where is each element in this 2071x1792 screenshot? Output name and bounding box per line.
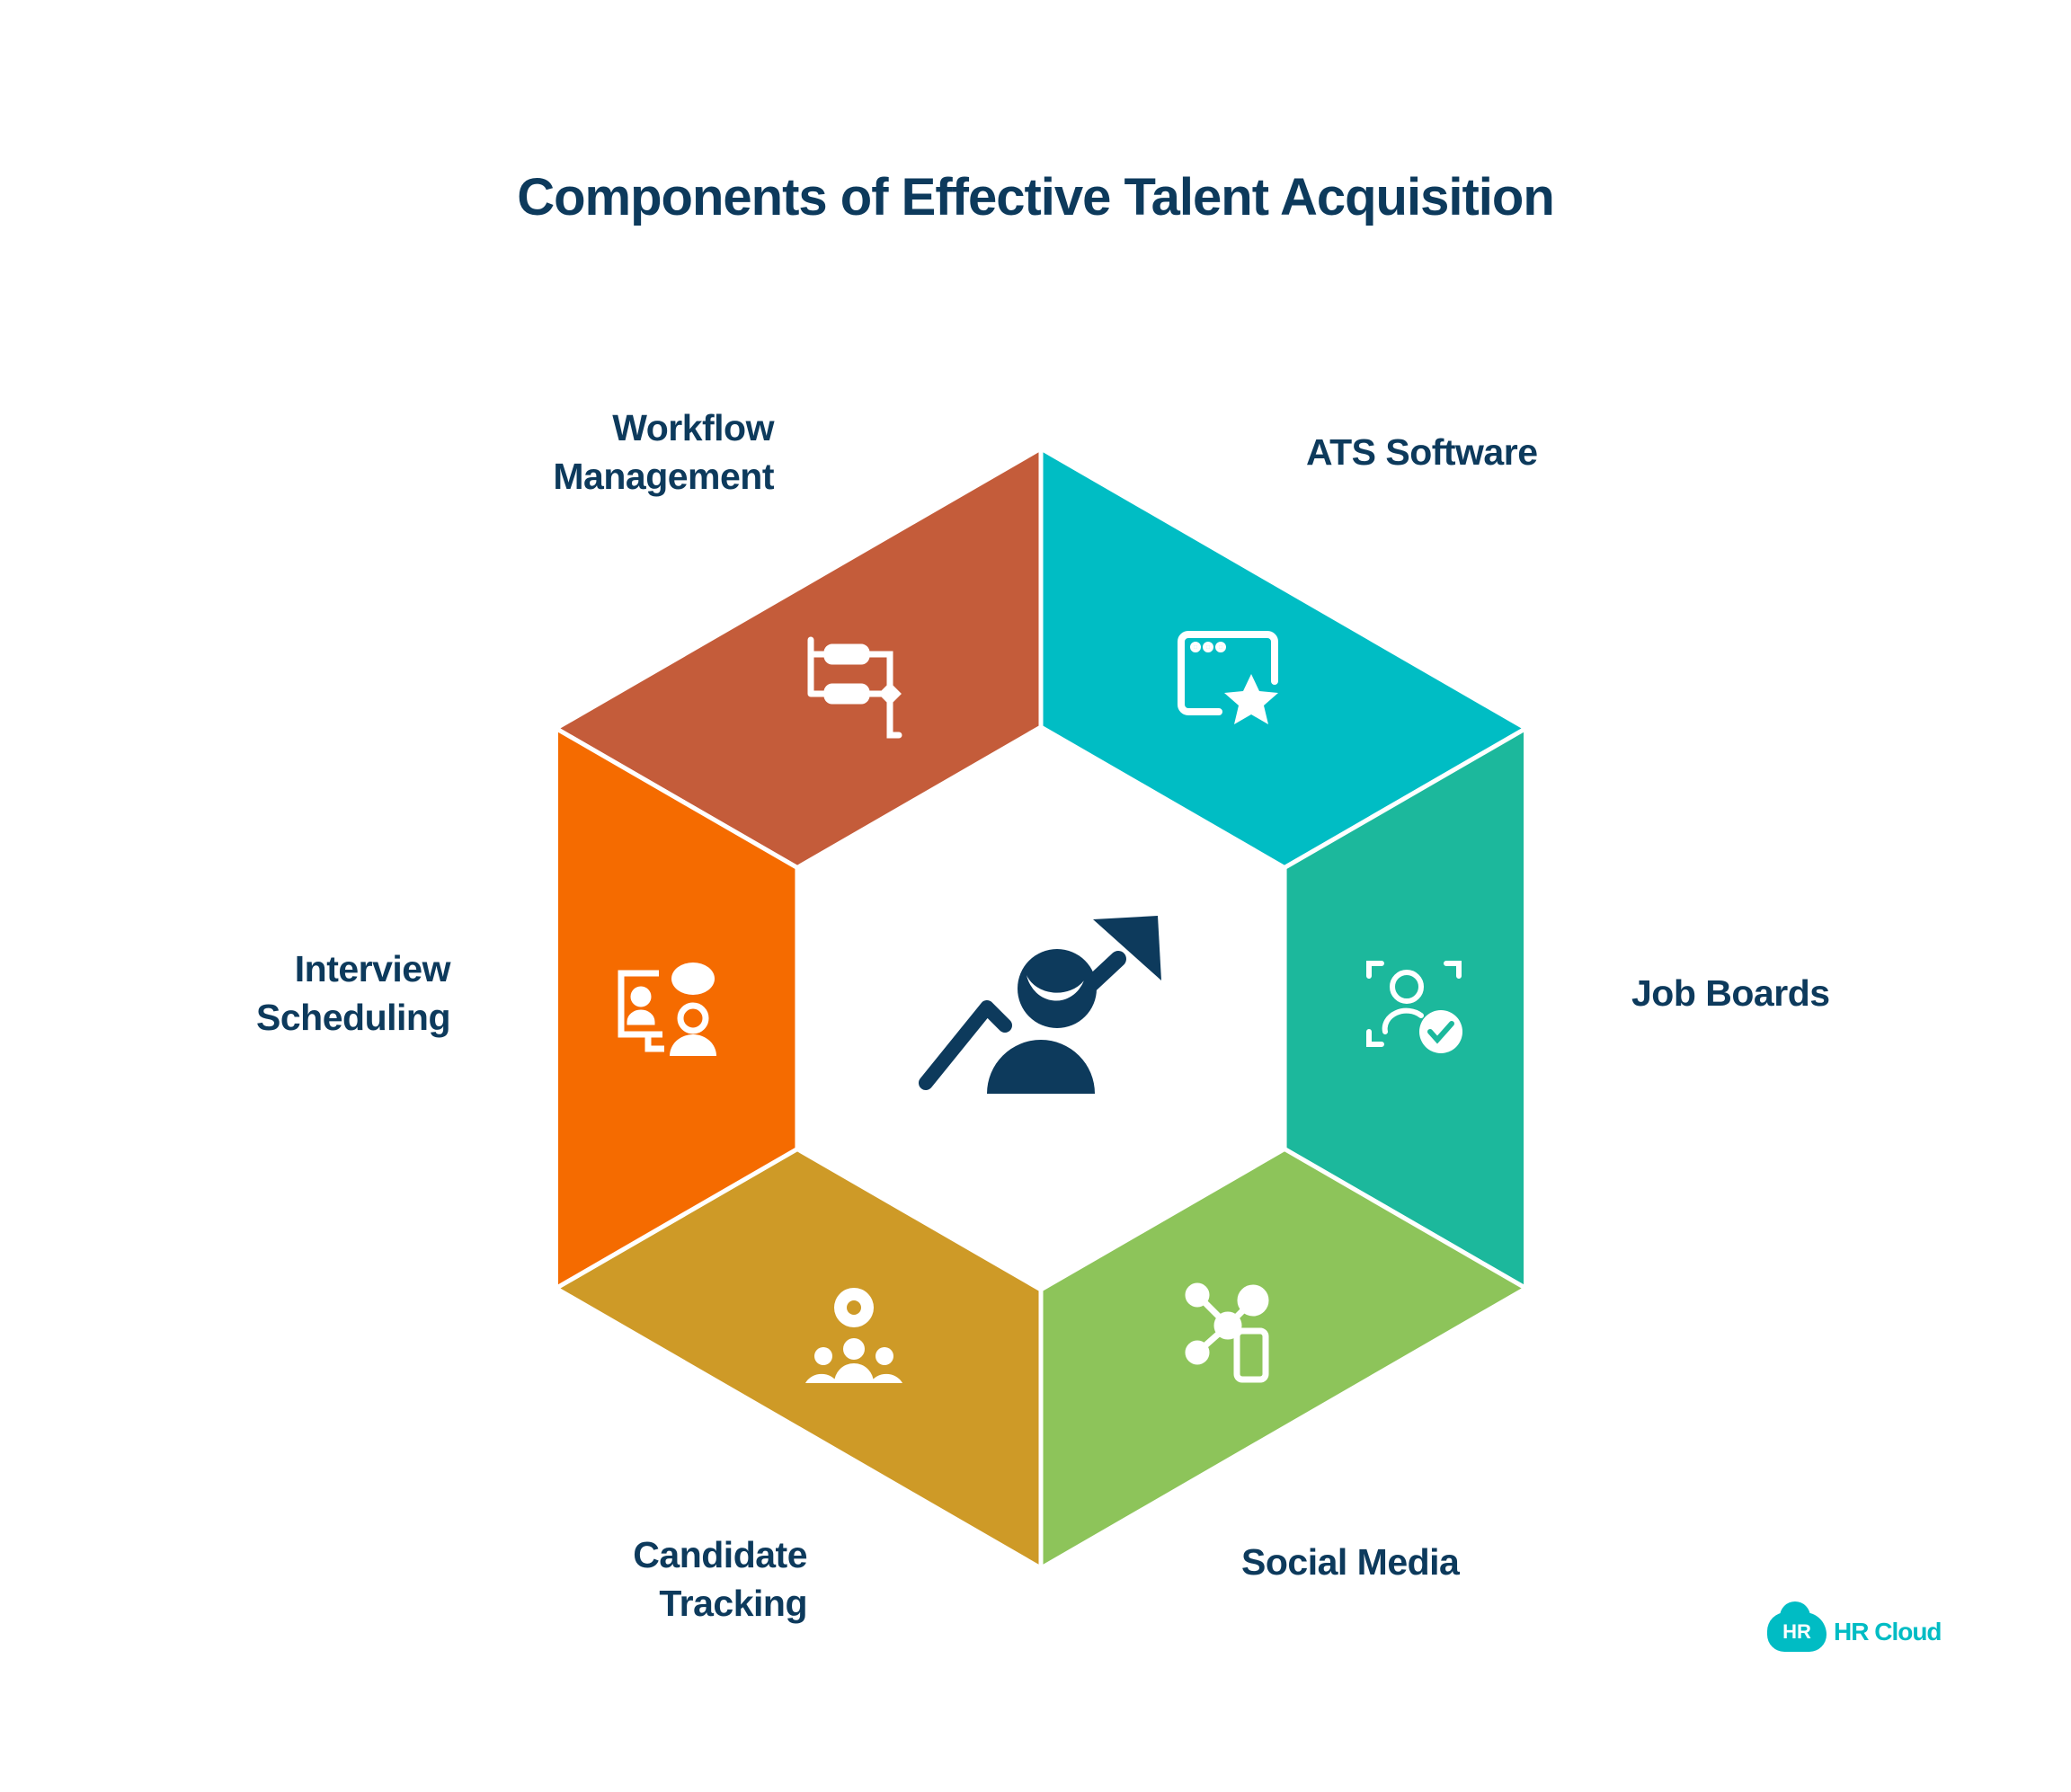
label-ats: ATS Software bbox=[1306, 428, 1538, 476]
label-workflow: Workflow Management bbox=[553, 404, 774, 501]
label-line: Candidate bbox=[633, 1534, 807, 1575]
label-line: Scheduling bbox=[256, 997, 450, 1038]
label-interview: Interview Scheduling bbox=[256, 945, 450, 1042]
label-line: Workflow bbox=[612, 407, 774, 448]
hr-cloud-logo: HR HR Cloud bbox=[1767, 1601, 1942, 1652]
video-interview-icon bbox=[618, 963, 716, 1056]
cloud-logo-icon: HR bbox=[1767, 1601, 1827, 1652]
browser-star-icon bbox=[1178, 631, 1278, 724]
label-candidate: Candidate Tracking bbox=[633, 1530, 807, 1628]
label-line: ATS Software bbox=[1306, 431, 1538, 473]
label-line: Social Media bbox=[1241, 1541, 1460, 1583]
network-phone-icon bbox=[1185, 1282, 1269, 1383]
person-check-icon bbox=[1366, 961, 1462, 1053]
label-line: Job Boards bbox=[1631, 972, 1830, 1014]
label-line: Management bbox=[553, 456, 774, 497]
label-social: Social Media bbox=[1241, 1538, 1460, 1586]
label-line: Interview bbox=[294, 948, 451, 989]
label-line: Tracking bbox=[659, 1583, 807, 1624]
workflow-icon bbox=[807, 636, 902, 739]
logo-mark: HR bbox=[1782, 1620, 1811, 1643]
segment-interview bbox=[553, 724, 800, 1292]
person-growth-arrow-icon bbox=[919, 916, 1161, 1094]
gear-people-icon bbox=[805, 1288, 902, 1383]
logo-text: HR Cloud bbox=[1834, 1618, 1942, 1646]
page-title: Components of Effective Talent Acquisiti… bbox=[517, 168, 1555, 226]
label-jobboards: Job Boards bbox=[1631, 969, 1830, 1017]
